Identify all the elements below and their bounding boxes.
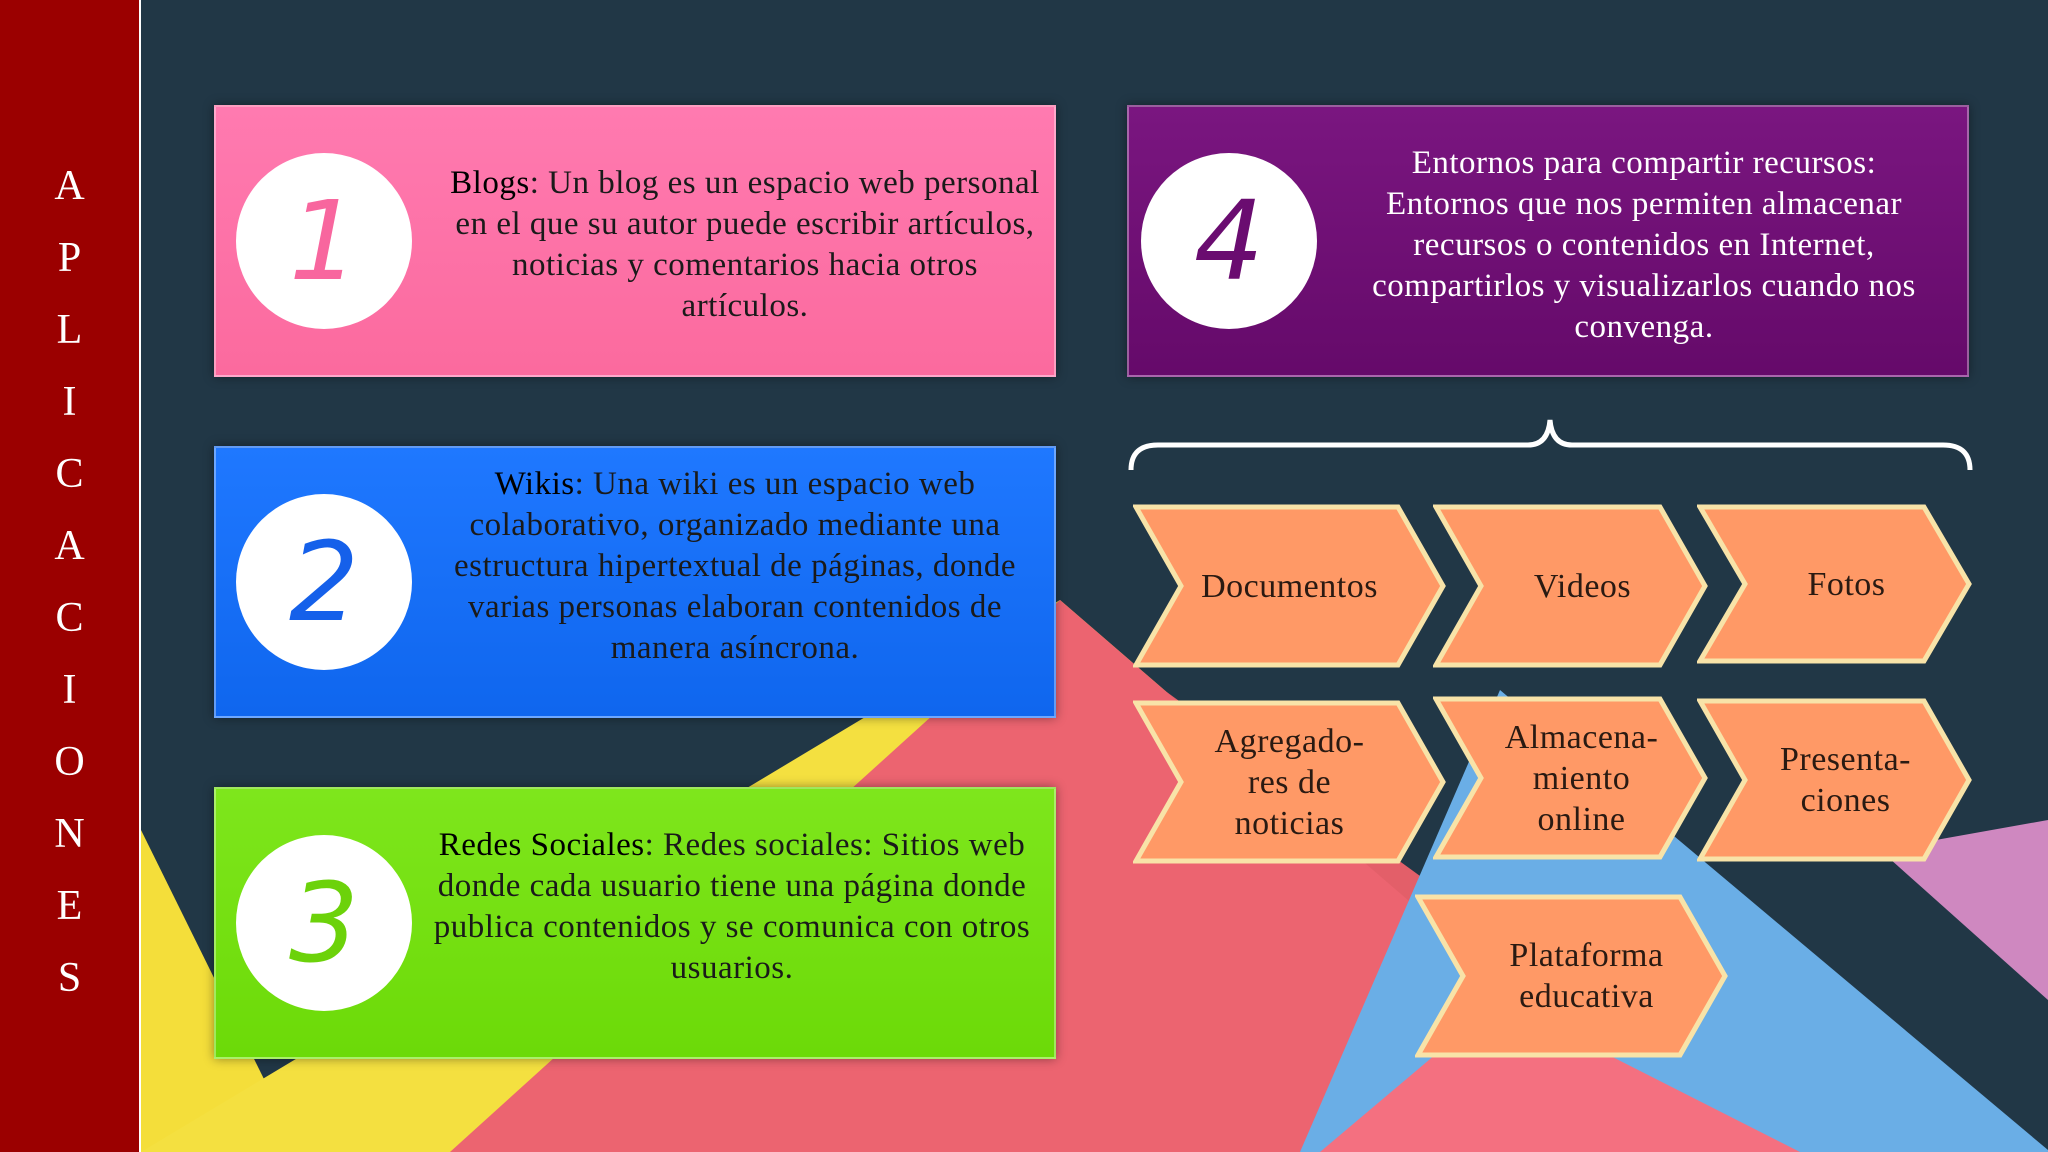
chevron-shape — [1697, 698, 1972, 862]
chevron-almacenamiento: Almacena-miento online — [1433, 696, 1708, 860]
chevron-plataforma: Plataforma educativa — [1415, 894, 1728, 1058]
chevron-label: Presenta-ciones — [1779, 741, 1911, 819]
card-title: Redes Sociales — [438, 827, 645, 863]
sidebar-letter: L — [56, 307, 83, 353]
sidebar-letter: S — [57, 955, 82, 1001]
card-title: Entornos para compartir recursos: — [1411, 145, 1877, 181]
card-number: 3 — [289, 859, 359, 987]
card-text: Redes Sociales: Redes sociales: Sitios w… — [421, 825, 1043, 989]
chevron-shape — [1433, 696, 1708, 860]
chevron-label: Agregado-res de noticias — [1214, 722, 1365, 842]
card-text: Blogs: Un blog es un espacio web persona… — [446, 163, 1044, 327]
brace-connector — [1128, 419, 1973, 471]
number-circle-3: 3 — [236, 835, 412, 1011]
card-text: Entornos para compartir recursos: Entorn… — [1334, 143, 1954, 348]
card-body: : Redes sociales: Sitios web donde cada … — [433, 827, 1031, 986]
card-entornos: 4 Entornos para compartir recursos: Ento… — [1127, 105, 1969, 377]
sidebar-letter: E — [56, 883, 83, 929]
sidebar-letter: C — [55, 595, 84, 641]
number-circle-2: 2 — [236, 494, 412, 670]
card-redes-sociales: 3 Redes Sociales: Redes sociales: Sitios… — [214, 787, 1056, 1059]
chevron-label: Almacena-miento online — [1504, 718, 1659, 838]
sidebar-letter: N — [54, 811, 85, 857]
card-body: : Una wiki es un espacio web colaborativ… — [453, 466, 1017, 666]
card-title: Blogs — [450, 165, 530, 201]
card-body: : Un blog es un espacio web personal en … — [455, 165, 1040, 324]
card-number: 1 — [289, 177, 359, 305]
chevron-shape — [1433, 504, 1708, 668]
card-body: Entornos que nos permiten almacenar recu… — [1372, 186, 1916, 345]
chevron-shape — [1133, 700, 1446, 864]
sidebar-letter: A — [54, 523, 85, 569]
number-circle-1: 1 — [236, 153, 412, 329]
chevron-documentos: Documentos — [1133, 504, 1446, 668]
chevron-label: Plataforma educativa — [1509, 937, 1664, 1015]
card-title: Wikis — [494, 466, 575, 502]
card-blogs: 1 Blogs: Un blog es un espacio web perso… — [214, 105, 1056, 377]
number-circle-4: 4 — [1141, 153, 1317, 329]
chevron-label: Documentos — [1201, 567, 1378, 605]
chevron-videos: Videos — [1433, 504, 1708, 668]
chevron-presentaciones: Presenta-ciones — [1697, 698, 1972, 862]
chevron-shape — [1697, 504, 1972, 664]
card-number: 4 — [1194, 177, 1264, 305]
chevron-fotos: Fotos — [1697, 504, 1972, 664]
sidebar-letter: I — [62, 379, 77, 425]
sidebar-letter: A — [54, 163, 85, 209]
card-text: Wikis: Una wiki es un espacio web colabo… — [426, 464, 1044, 669]
sidebar-letter: P — [57, 235, 82, 281]
sidebar-vertical-title: A P L I C A C I O N E S — [0, 0, 141, 1152]
sidebar-letter: I — [62, 667, 77, 713]
chevron-shape — [1415, 894, 1728, 1058]
chevron-shape — [1133, 504, 1446, 668]
sidebar-letter: O — [54, 739, 85, 785]
card-wikis: 2 Wikis: Una wiki es un espacio web cola… — [214, 446, 1056, 718]
chevron-label: Fotos — [1807, 565, 1886, 603]
sidebar-letter: C — [55, 451, 84, 497]
card-number: 2 — [289, 518, 359, 646]
chevron-label: Videos — [1533, 567, 1632, 605]
chevron-agregadores: Agregado-res de noticias — [1133, 700, 1446, 864]
